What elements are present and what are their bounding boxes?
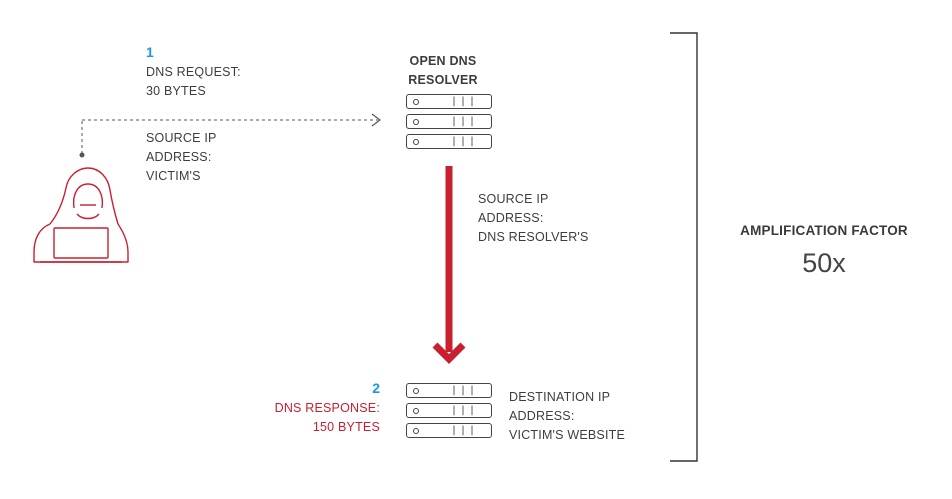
destination-ip-label: DESTINATION IP ADDRESS: VICTIM'S WEBSITE bbox=[509, 388, 625, 445]
dns-request-line1: DNS REQUEST: bbox=[146, 65, 241, 79]
server-rack-icon: ||| bbox=[406, 423, 492, 438]
step-1-number: 1 bbox=[146, 44, 154, 60]
resolver-source-line1: SOURCE IP bbox=[478, 192, 549, 206]
server-rack-icon: ||| bbox=[406, 134, 492, 149]
destination-line3: VICTIM'S WEBSITE bbox=[509, 428, 626, 442]
resolver-source-line2: ADDRESS: bbox=[478, 211, 544, 225]
resolver-title-line1: OPEN DNS bbox=[409, 54, 477, 68]
resolver-source-line3: DNS RESOLVER'S bbox=[478, 230, 589, 244]
resolver-title: OPEN DNS RESOLVER bbox=[388, 52, 498, 90]
destination-line2: ADDRESS: bbox=[509, 409, 575, 423]
victim-source-line3: VICTIM'S bbox=[146, 169, 201, 183]
step-2-number: 2 bbox=[372, 380, 380, 396]
destination-line1: DESTINATION IP bbox=[509, 390, 611, 404]
dns-request-label: DNS REQUEST: 30 BYTES bbox=[146, 63, 241, 101]
victim-source-ip-label: SOURCE IP ADDRESS: VICTIM'S bbox=[146, 129, 217, 186]
server-rack-icon: ||| bbox=[406, 383, 492, 398]
victim-source-line2: ADDRESS: bbox=[146, 150, 212, 164]
resolver-source-ip-label: SOURCE IP ADDRESS: DNS RESOLVER'S bbox=[478, 190, 589, 247]
response-arrow bbox=[432, 166, 466, 364]
dns-response-label: DNS RESPONSE: 150 BYTES bbox=[250, 399, 380, 437]
hooded-hacker-icon bbox=[33, 167, 129, 263]
amplification-bracket bbox=[670, 32, 698, 462]
dns-request-line2: 30 BYTES bbox=[146, 84, 206, 98]
server-rack-icon: ||| bbox=[406, 114, 492, 129]
dns-response-line2: 150 BYTES bbox=[312, 420, 380, 434]
amplification-factor-label: AMPLIFICATION FACTOR bbox=[740, 223, 908, 238]
amplification-factor-value: 50x bbox=[802, 248, 846, 278]
dns-response-line1: DNS RESPONSE: bbox=[274, 401, 380, 415]
request-arrow bbox=[79, 113, 381, 158]
resolver-title-line2: RESOLVER bbox=[408, 73, 478, 87]
server-rack-icon: ||| bbox=[406, 403, 492, 418]
server-rack-icon: ||| bbox=[406, 94, 492, 109]
victim-source-line1: SOURCE IP bbox=[146, 131, 217, 145]
